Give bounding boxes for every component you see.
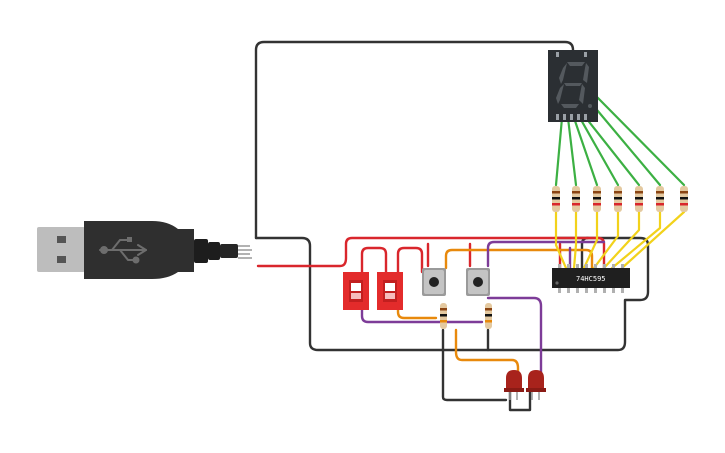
wire-green-7 bbox=[594, 94, 686, 187]
dip-switch-2[interactable] bbox=[377, 272, 403, 310]
wires-green bbox=[554, 94, 686, 187]
wire-yellow-5 bbox=[602, 210, 641, 270]
wire-led-return bbox=[508, 390, 532, 412]
wire-orange-1 bbox=[396, 304, 438, 320]
usb-connector bbox=[37, 221, 252, 279]
led-1 bbox=[504, 370, 524, 400]
wire-green-2 bbox=[566, 116, 578, 187]
wire-yellow-1 bbox=[554, 210, 568, 270]
resistor-5 bbox=[635, 186, 643, 212]
wire-yellow-6 bbox=[610, 210, 662, 270]
resistor-3 bbox=[593, 186, 601, 212]
resistor-4 bbox=[614, 186, 622, 212]
wire-orange-3 bbox=[454, 328, 520, 377]
resistor-bank bbox=[552, 186, 688, 212]
wire-green-5 bbox=[584, 116, 641, 187]
seven-segment-display bbox=[548, 50, 598, 122]
wire-yellow-3 bbox=[582, 210, 599, 270]
usb-strain-2 bbox=[208, 242, 220, 260]
usb-pin-bottom bbox=[57, 256, 66, 263]
resistor-6 bbox=[656, 186, 664, 212]
display-digit-segments bbox=[556, 62, 592, 108]
wire-power-main bbox=[256, 236, 606, 270]
chip-body bbox=[552, 268, 630, 288]
usb-icon bbox=[99, 237, 147, 264]
wire-purple-3 bbox=[486, 296, 543, 377]
wire-gnd-left-col bbox=[441, 328, 508, 402]
wire-yellow-2 bbox=[572, 210, 578, 270]
chip-pins bbox=[558, 264, 624, 293]
resistor-7 bbox=[680, 186, 688, 212]
wire-green-3 bbox=[572, 116, 599, 187]
usb-strain-1 bbox=[194, 239, 208, 263]
usb-pin-top bbox=[57, 236, 66, 243]
usb-wire-tails bbox=[238, 245, 252, 259]
push-button-2[interactable] bbox=[466, 268, 490, 296]
wires-yellow bbox=[554, 210, 686, 270]
wire-yellow-7 bbox=[620, 210, 686, 270]
wire-purple-1 bbox=[360, 304, 484, 324]
wire-usb-loop-top bbox=[254, 40, 575, 240]
shift-register-chip: 74HC595 bbox=[552, 264, 630, 293]
push-button-1[interactable] bbox=[422, 268, 446, 296]
pulldown-resistor-1 bbox=[440, 303, 447, 329]
wire-switch-1 bbox=[360, 246, 388, 274]
dip-switch-1[interactable] bbox=[343, 272, 369, 310]
chip-label: 74HC595 bbox=[576, 275, 606, 283]
resistor-1 bbox=[552, 186, 560, 212]
display-pins bbox=[556, 52, 587, 120]
usb-metal-plug bbox=[37, 227, 85, 272]
wire-yellow-4 bbox=[592, 210, 620, 270]
led-2 bbox=[526, 370, 546, 400]
wire-purple-2 bbox=[486, 240, 606, 268]
wire-green-6 bbox=[590, 102, 662, 187]
wire-switch-2 bbox=[396, 246, 424, 274]
wire-green-4 bbox=[578, 116, 620, 187]
usb-strain-3 bbox=[220, 244, 238, 258]
resistor-2 bbox=[572, 186, 580, 212]
pulldown-resistor-2 bbox=[485, 303, 492, 329]
wire-green-1 bbox=[554, 116, 564, 187]
